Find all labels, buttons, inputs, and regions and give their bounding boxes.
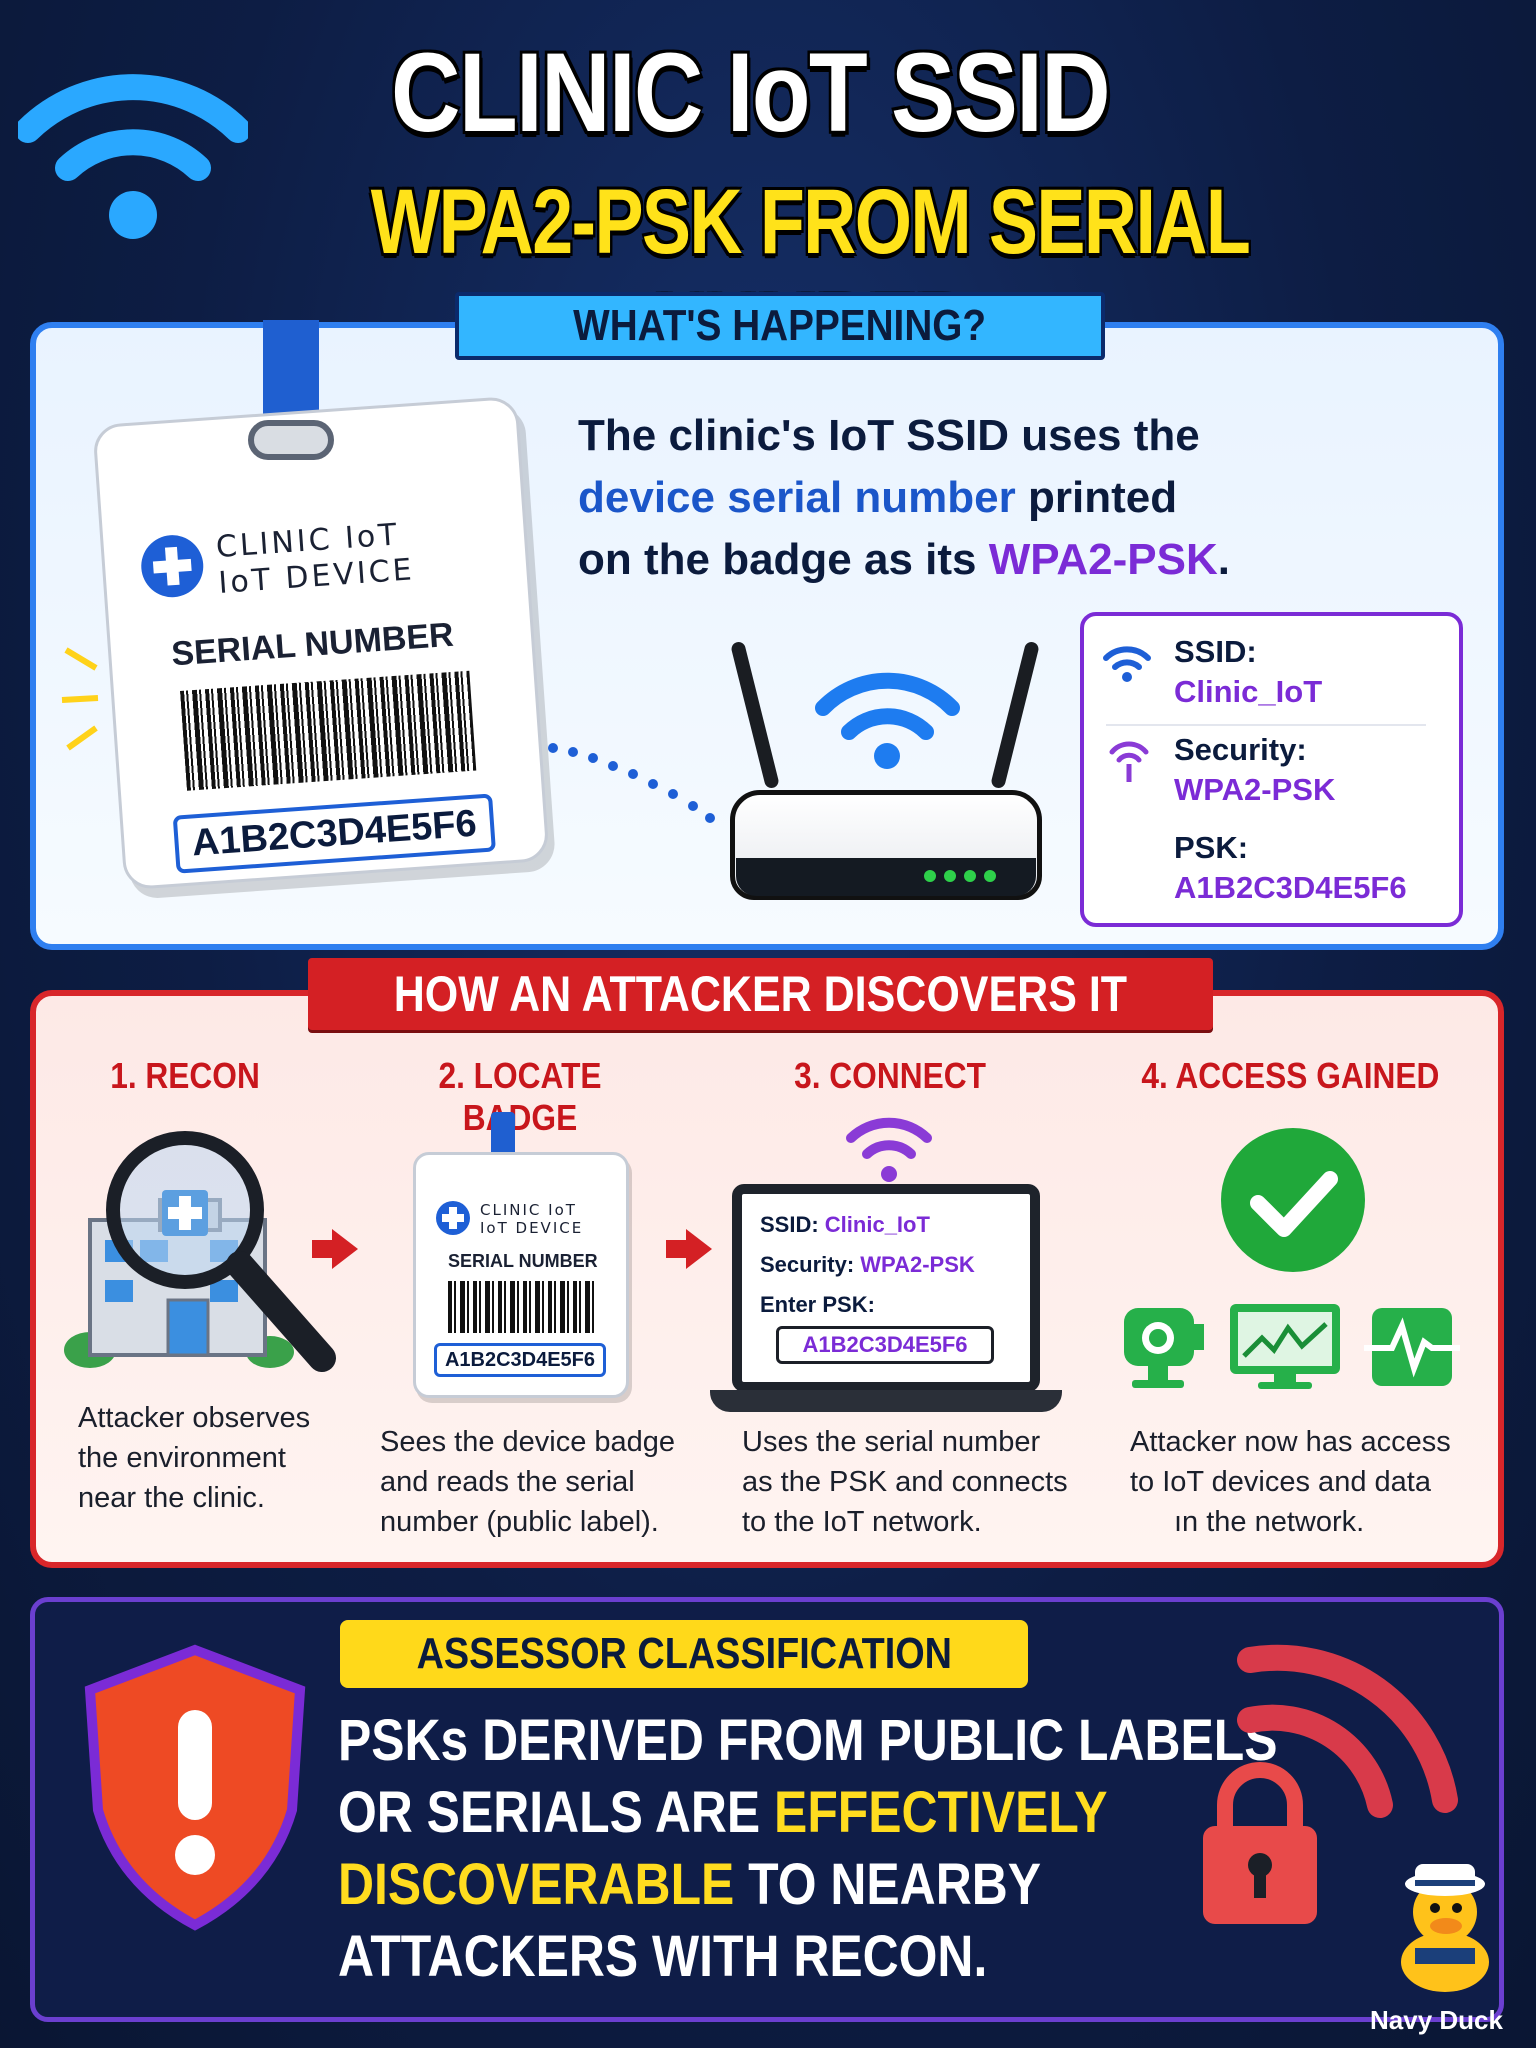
arrow-right-icon <box>312 1240 334 1258</box>
mini-badge-serial: A1B2C3D4E5F6 <box>444 1349 596 1371</box>
psk-input-value: A1B2C3D4E5F6 <box>802 1332 968 1357</box>
laptop-psk-label: Enter PSK: <box>760 1292 875 1317</box>
mini-badge-brand-2: IoT DEVICE <box>480 1219 584 1237</box>
desc-text: . <box>1217 535 1230 584</box>
desc-line: to IoT devices and data <box>1130 1466 1431 1498</box>
laptop-ssid-row: SSID: Clinic_IoT <box>760 1212 930 1238</box>
monitor-device-icon <box>1226 1300 1344 1397</box>
whats-happening-banner: WHAT'S HAPPENING? <box>455 292 1105 360</box>
router-wifi-icon <box>815 660 960 775</box>
signal-waves-icon <box>1230 1620 1460 1825</box>
laptop-security-value: WPA2-PSK <box>860 1252 975 1277</box>
step-3-desc: Uses the serial number as the PSK and co… <box>742 1422 1068 1542</box>
class-line-3: DISCOVERABLE TO NEARBY <box>338 1849 1164 1921</box>
step-1-title: 1. RECON <box>110 1055 260 1096</box>
class-line-2: OR SERIALS ARE EFFECTIVELY <box>338 1777 1164 1849</box>
desc-line: the environment <box>78 1442 286 1474</box>
desc-text: on the badge as its <box>578 535 989 584</box>
ssid-value: Clinic_IoT <box>1174 674 1323 709</box>
desc-highlight-psk: WPA2-PSK <box>988 535 1218 584</box>
step-2-title: 2. LOCATE BADGE <box>438 1055 602 1138</box>
desc-line: Attacker now has access <box>1130 1426 1451 1458</box>
laptop-security-row: Security: WPA2-PSK <box>760 1252 975 1278</box>
desc-line-1: The clinic's IoT SSID uses the <box>578 411 1200 460</box>
security-value: WPA2-PSK <box>1174 772 1336 807</box>
magnifier-icon <box>100 1120 340 1385</box>
desc-line: Uses the serial number <box>742 1426 1041 1458</box>
desc-line: near the clinic. <box>78 1482 265 1514</box>
sparkle-icon <box>58 640 108 765</box>
network-info-box: SSID: Clinic_IoT Security: WPA2-PSK PSK:… <box>1080 612 1463 927</box>
camera-device-icon <box>1118 1298 1210 1399</box>
padlock-icon <box>1195 1760 1325 1935</box>
arrow-right-icon <box>666 1240 688 1258</box>
desc-text: printed <box>1015 473 1178 522</box>
connection-dots <box>545 740 725 835</box>
desc-line: Attacker observes <box>78 1402 311 1434</box>
medical-cross-icon <box>436 1201 470 1235</box>
psk-input[interactable]: A1B2C3D4E5F6 <box>776 1326 994 1364</box>
desc-line: to the IoT network. <box>742 1506 982 1538</box>
laptop-base <box>710 1390 1062 1412</box>
security-label: Security: <box>1174 732 1307 767</box>
desc-line: Sees the device badge <box>380 1426 676 1458</box>
check-circle-icon <box>1218 1125 1368 1280</box>
step-3-title: 3. CONNECT <box>794 1055 986 1096</box>
mini-badge-label: SERIAL NUMBER <box>448 1251 598 1271</box>
antenna-icon <box>1108 738 1150 789</box>
step-2-desc: Sees the device badge and reads the seri… <box>380 1422 675 1542</box>
badge-serial: A1B2C3D4E5F6 <box>190 802 479 865</box>
badge-serial-box: A1B2C3D4E5F6 <box>172 793 496 874</box>
medical-cross-icon <box>139 533 206 600</box>
step-4-title: 4. ACCESS GAINED <box>1140 1055 1440 1096</box>
laptop-ssid-value: Clinic_IoT <box>824 1212 930 1237</box>
class-line-1: PSKs DERIVED FROM PUBLIC LABELS <box>338 1708 1278 1773</box>
mini-badge-brand-1: CLINIC IoT <box>480 1201 577 1219</box>
page-title: CLINIC IoT SSID <box>390 30 1111 155</box>
brand-name: Navy Duck <box>1370 2005 1503 2035</box>
psk-label: PSK: <box>1174 830 1249 865</box>
desc-line: as the PSK and connects <box>742 1466 1068 1498</box>
classification-text: PSKs DERIVED FROM PUBLIC LABELS OR SERIA… <box>338 1705 1298 1993</box>
heart-monitor-icon <box>1362 1302 1462 1397</box>
class-text-span: TO NEARBY <box>734 1852 1042 1917</box>
whats-happening-description: The clinic's IoT SSID uses the device se… <box>578 405 1278 591</box>
class-line-4: ATTACKERS WITH RECON. <box>338 1924 988 1989</box>
badge-serial-label: SERIAL NUMBER <box>170 615 455 674</box>
desc-line: ın the network. <box>1174 1506 1365 1538</box>
desc-line-3: on the badge as its WPA2-PSK. <box>578 529 1278 591</box>
classification-label: ASSESSOR CLASSIFICATION <box>340 1620 1028 1688</box>
attack-banner: HOW AN ATTACKER DISCOVERS IT <box>308 958 1213 1030</box>
mini-badge-serial-box: A1B2C3D4E5F6 <box>434 1343 606 1377</box>
arrow-head <box>686 1229 712 1269</box>
shield-alert-icon <box>70 1640 320 1945</box>
desc-line-2: device serial number printed <box>578 467 1278 529</box>
desc-line: number (public label). <box>380 1506 659 1538</box>
mini-badge: CLINIC IoT IoT DEVICE SERIAL NUMBER A1B2… <box>413 1152 629 1398</box>
wifi-icon <box>15 50 251 250</box>
desc-highlight-serial: device serial number <box>578 473 1016 522</box>
divider <box>1106 724 1426 726</box>
class-text-span: OR SERIALS ARE <box>338 1780 775 1845</box>
laptop-security-label: Security: <box>760 1252 861 1277</box>
laptop-icon: SSID: Clinic_IoT Security: WPA2-PSK Ente… <box>732 1184 1040 1392</box>
step-4-desc: Attacker now has access to IoT devices a… <box>1130 1422 1451 1542</box>
psk-value: A1B2C3D4E5F6 <box>1174 870 1407 905</box>
laptop-wifi-icon <box>846 1110 932 1195</box>
barcode <box>448 1281 594 1333</box>
navy-duck-logo <box>1385 1850 1505 2005</box>
step-1-desc: Attacker observes the environment near t… <box>78 1398 310 1518</box>
class-highlight: DISCOVERABLE <box>338 1852 735 1917</box>
device-badge: CLINIC IoT IoT DEVICE SERIAL NUMBER A1B2… <box>92 395 550 891</box>
desc-line: and reads the serial <box>380 1466 635 1498</box>
arrow-head <box>332 1229 358 1269</box>
class-highlight: EFFECTIVELY <box>774 1780 1108 1845</box>
laptop-ssid-label: SSID: <box>760 1212 825 1237</box>
badge-clip <box>248 420 334 460</box>
router-base <box>736 858 1036 896</box>
ssid-label: SSID: <box>1174 634 1257 669</box>
wifi-icon <box>1102 640 1152 689</box>
barcode <box>180 670 477 791</box>
